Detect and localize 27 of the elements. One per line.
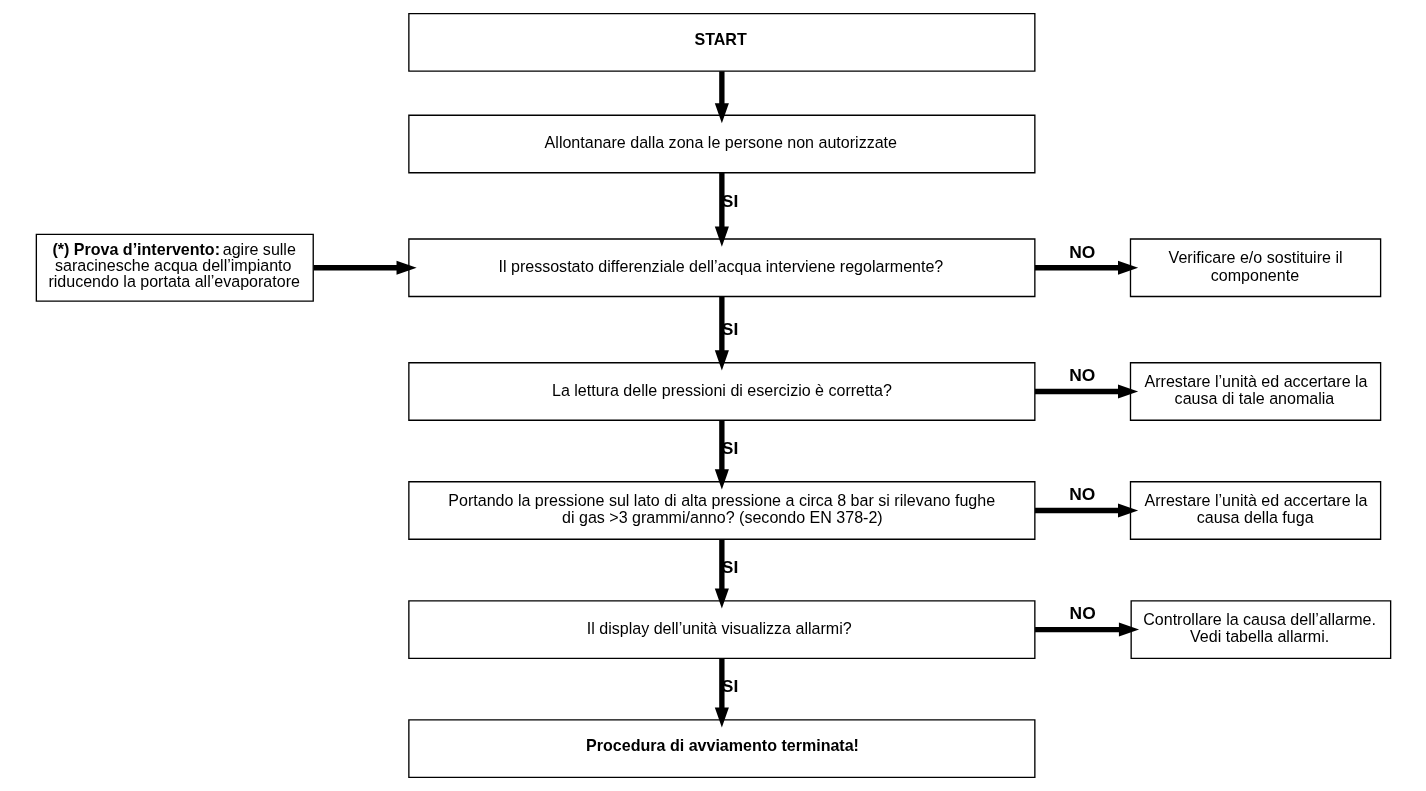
arrow bbox=[714, 296, 729, 371]
node-box: Il pressostato differenziale dell’acqua interviene regolarmente? bbox=[407, 238, 1035, 298]
edge-label: NO bbox=[1069, 603, 1096, 624]
edge-label: NO bbox=[1068, 365, 1095, 386]
node-box: Arrestare l’unità ed accertare la causa di tale anomalia bbox=[1129, 362, 1381, 421]
arrow bbox=[313, 260, 417, 275]
node-box: (*) Prova d’intervento: agire sulle saracinesche acqua dell’impianto riducendo la portata all’evaporatore bbox=[35, 233, 314, 302]
node-box: Procedura di avviamento terminata! bbox=[407, 719, 1035, 779]
arrow bbox=[714, 658, 729, 728]
arrow bbox=[714, 71, 729, 124]
node-box: START bbox=[407, 12, 1035, 72]
node-box: Controllare la causa dell’allarme. Vedi tabella allarmi. bbox=[1130, 600, 1391, 659]
node-box: Il display dell’unità visualizza allarmi? bbox=[407, 600, 1035, 659]
arrow bbox=[1034, 260, 1138, 275]
arrow bbox=[714, 420, 729, 490]
node-box: Portando la pressione sul lato di alta pressione a circa 8 bar si rilevano fughe di gas >3 grammi/anno? (secondo EN 378-2) bbox=[407, 481, 1035, 540]
node-box: La lettura delle pressioni di esercizio è corretta? bbox=[407, 362, 1035, 421]
arrow bbox=[1034, 503, 1138, 518]
arrow bbox=[714, 172, 729, 247]
arrow bbox=[1034, 622, 1139, 637]
node-box: Verificare e/o sostituire il componente bbox=[1129, 238, 1381, 298]
arrow bbox=[1034, 384, 1138, 399]
node-box: Allontanare dalla zona le persone non autorizzate bbox=[407, 114, 1035, 174]
node-box: Arrestare l’unità ed accertare la causa della fuga bbox=[1129, 481, 1381, 540]
edge-label: NO bbox=[1068, 241, 1095, 262]
edge-label: NO bbox=[1068, 484, 1095, 505]
arrow bbox=[714, 539, 729, 609]
